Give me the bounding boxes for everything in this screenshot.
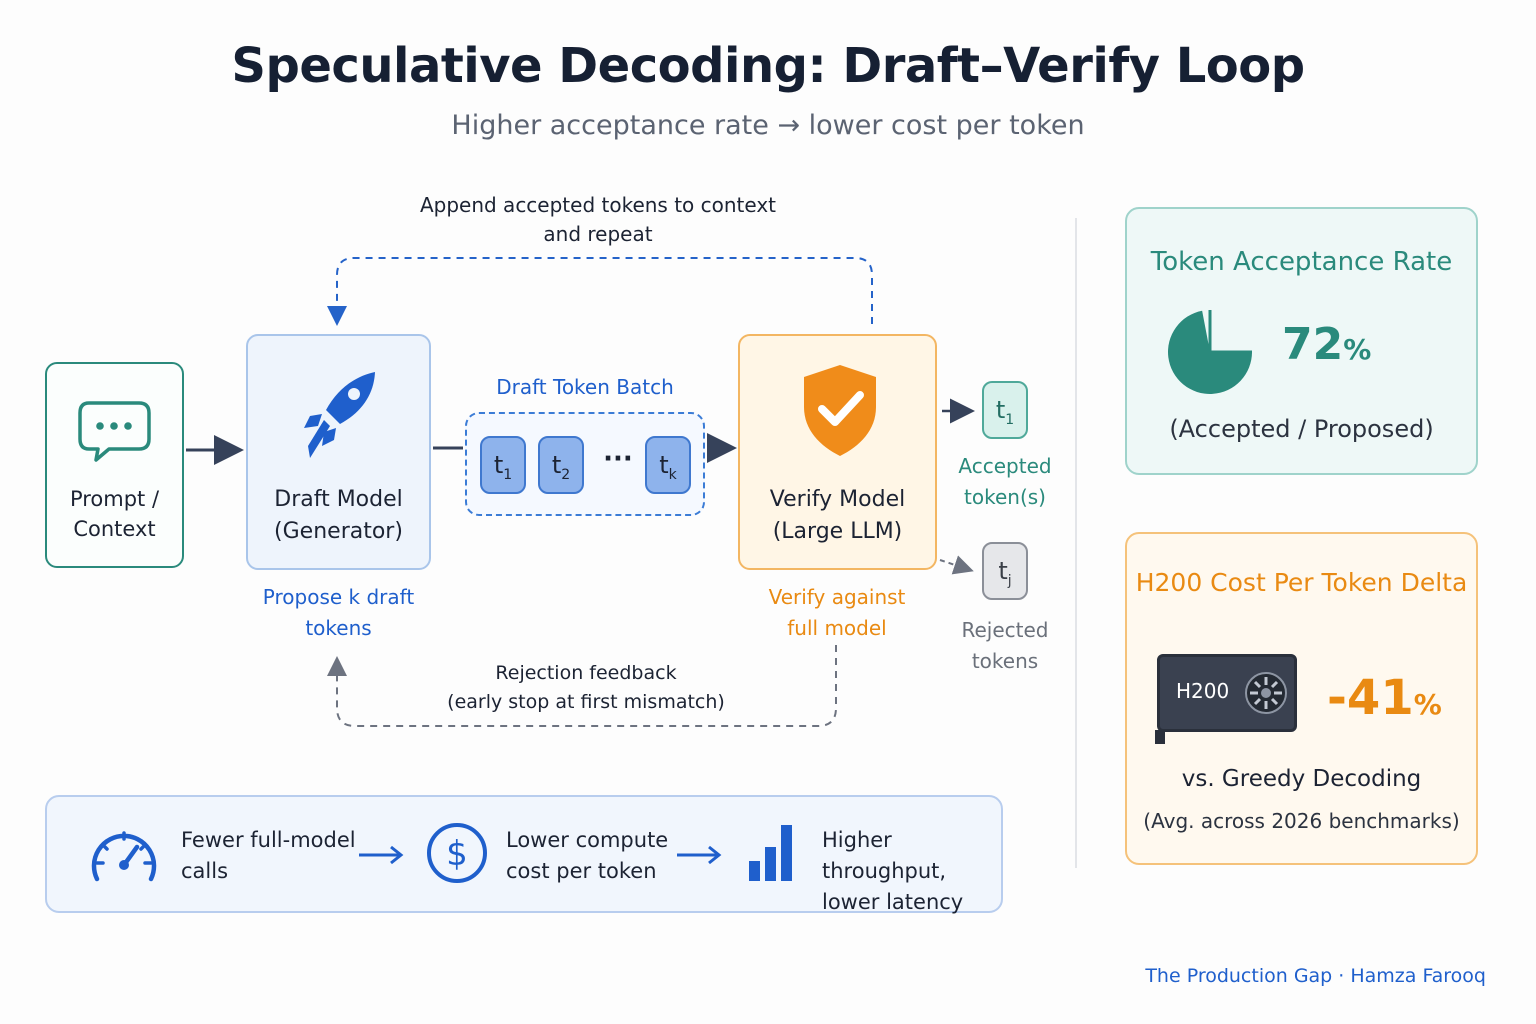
bar-chart-icon — [749, 825, 792, 881]
accepted-caption: Accepted token(s) — [958, 454, 1052, 509]
draft-model-label: Draft Model (Generator) — [274, 487, 403, 544]
pie-slice-remaining-outline — [1208, 310, 1252, 354]
page-subtitle: Higher acceptance rate → lower cost per … — [451, 110, 1085, 141]
gpu-label: H200 — [1176, 679, 1230, 703]
verify-model-label: Verify Model (Large LLM) — [769, 487, 906, 544]
cost-card-title: H200 Cost Per Token Delta — [1135, 568, 1468, 597]
append-loop-arrow — [327, 257, 873, 326]
verify-caption: Verify against full model — [768, 585, 906, 640]
draft-token-1: t1 — [480, 436, 526, 494]
benefit-text-2: Lower compute cost per token — [506, 828, 669, 883]
cost-caption-2: (Avg. across 2026 benchmarks) — [1143, 809, 1460, 833]
acceptance-value: 72% — [1282, 319, 1372, 370]
arrow-right-icon — [359, 845, 404, 865]
fan-icon — [1245, 672, 1287, 714]
draft-token-2: t2 — [538, 436, 584, 494]
rejection-loop-label: Rejection feedback (early stop at first … — [447, 662, 725, 713]
prompt-context-box: Prompt / Context — [45, 362, 184, 568]
prompt-label: Prompt / Context — [69, 487, 160, 541]
batch-label: Draft Token Batch — [496, 375, 674, 399]
draft-caption: Propose k draft tokens — [262, 585, 415, 640]
rocket-icon — [304, 372, 375, 458]
acceptance-rate-card: Token Acceptance Rate 72% (Accepted / Pr… — [1125, 207, 1478, 475]
dollar-icon: $ — [427, 823, 487, 883]
benefits-bar: Fewer full-model calls $ Lower compute c… — [45, 795, 1003, 914]
acceptance-caption: (Accepted / Proposed) — [1169, 415, 1434, 443]
speedometer-icon — [91, 831, 157, 882]
draft-token-k: tk — [645, 436, 691, 494]
accepted-token: t1 — [982, 381, 1028, 439]
arrow-right-icon — [677, 845, 722, 865]
benefit-text-1: Fewer full-model calls — [181, 828, 356, 883]
shield-check-icon — [804, 365, 876, 456]
footer-credit: The Production Gap · Hamza Farooq — [1145, 965, 1486, 987]
svg-text:$: $ — [446, 834, 468, 874]
gpu-bracket — [1155, 730, 1165, 744]
draft-token-batch: t1 t2 ··· tk — [465, 412, 705, 516]
token-ellipsis: ··· — [603, 444, 633, 474]
rejected-token: tj — [982, 542, 1028, 600]
draft-model-box: Draft Model (Generator) — [246, 334, 431, 570]
benefit-text-3: Higher throughput, lower latency — [822, 828, 964, 914]
cost-delta-value: -41% — [1327, 670, 1442, 726]
chat-bubble-icon — [78, 401, 151, 462]
rejected-caption: Rejected tokens — [961, 618, 1049, 673]
cost-per-token-card: H200 Cost Per Token Delta H200 -41% vs. … — [1125, 532, 1478, 865]
verify-model-box: Verify Model (Large LLM) — [738, 334, 937, 570]
gpu-card-icon: H200 — [1157, 654, 1297, 732]
page-title: Speculative Decoding: Draft–Verify Loop — [231, 38, 1305, 94]
verify-to-rejected-arrow — [939, 555, 974, 575]
section-divider — [1075, 218, 1077, 868]
rejection-loop-arrow — [327, 645, 837, 727]
acceptance-card-title: Token Acceptance Rate — [1150, 247, 1453, 277]
cost-caption-1: vs. Greedy Decoding — [1181, 766, 1422, 792]
append-loop-label: Append accepted tokens to context and re… — [419, 193, 777, 246]
acceptance-pie-icon — [1168, 310, 1252, 394]
